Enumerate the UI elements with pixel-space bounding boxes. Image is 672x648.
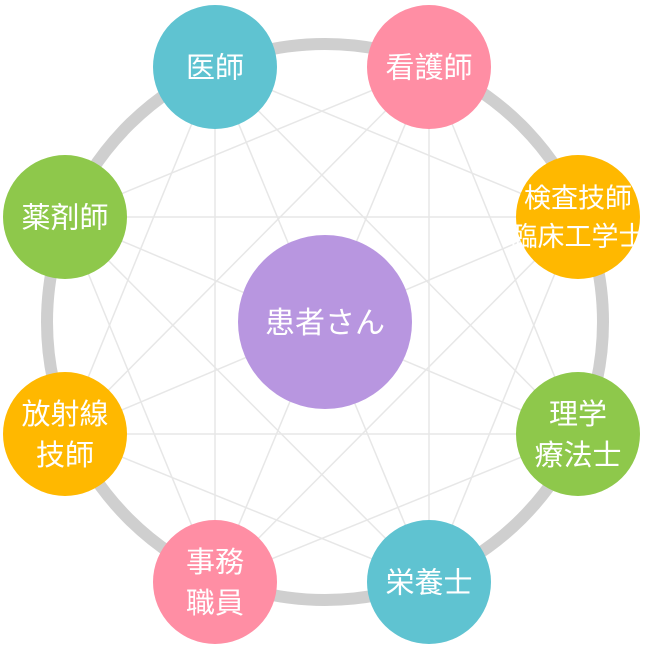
node-circle [367,520,491,644]
node-label: 放射線 [21,397,108,431]
node-circle [3,372,127,496]
node-label: 理学 [549,397,607,431]
node-circle [153,5,277,129]
connection-line [64,433,430,583]
connection-line [64,216,216,583]
connection-line [214,216,579,583]
center-circle [238,235,412,409]
nodes: 医師看護師検査技師臨床工学士理学療法士栄養士事務職員放射線技師薬剤師 [3,5,646,644]
connection-line [428,216,579,583]
connection-line [428,66,579,435]
node-nurse: 看護師 [367,5,491,129]
node-circle [367,5,491,129]
connection-line [64,66,430,218]
connection-line [214,66,579,218]
node-dietitian: 栄養士 [367,520,491,644]
node-label: 職員 [186,586,244,620]
node-label: 技師 [36,438,94,472]
node-label: 事務 [186,545,244,579]
node-label: 臨床工学士 [511,222,646,253]
node-doctor: 医師 [153,5,277,129]
node-circle [153,520,277,644]
connection-line [214,66,579,435]
node-label: 看護師 [385,50,472,84]
connection-line [64,216,430,583]
node-label: 医師 [186,50,244,84]
outer-ring [41,38,609,606]
node-circle [516,155,640,279]
node-circle [516,372,640,496]
connection-line [214,433,579,583]
node-pharmacist: 薬剤師 [3,155,127,279]
connection-line [64,66,216,435]
connection-line [64,66,430,435]
node-label: 検査技師 [524,184,632,215]
center-label: 患者さん [265,306,385,341]
node-label: 療法士 [534,438,621,472]
node-label: 薬剤師 [21,200,108,234]
node-circle [3,155,127,279]
center-node: 患者さん [238,235,412,409]
node-label: 栄養士 [385,565,472,599]
